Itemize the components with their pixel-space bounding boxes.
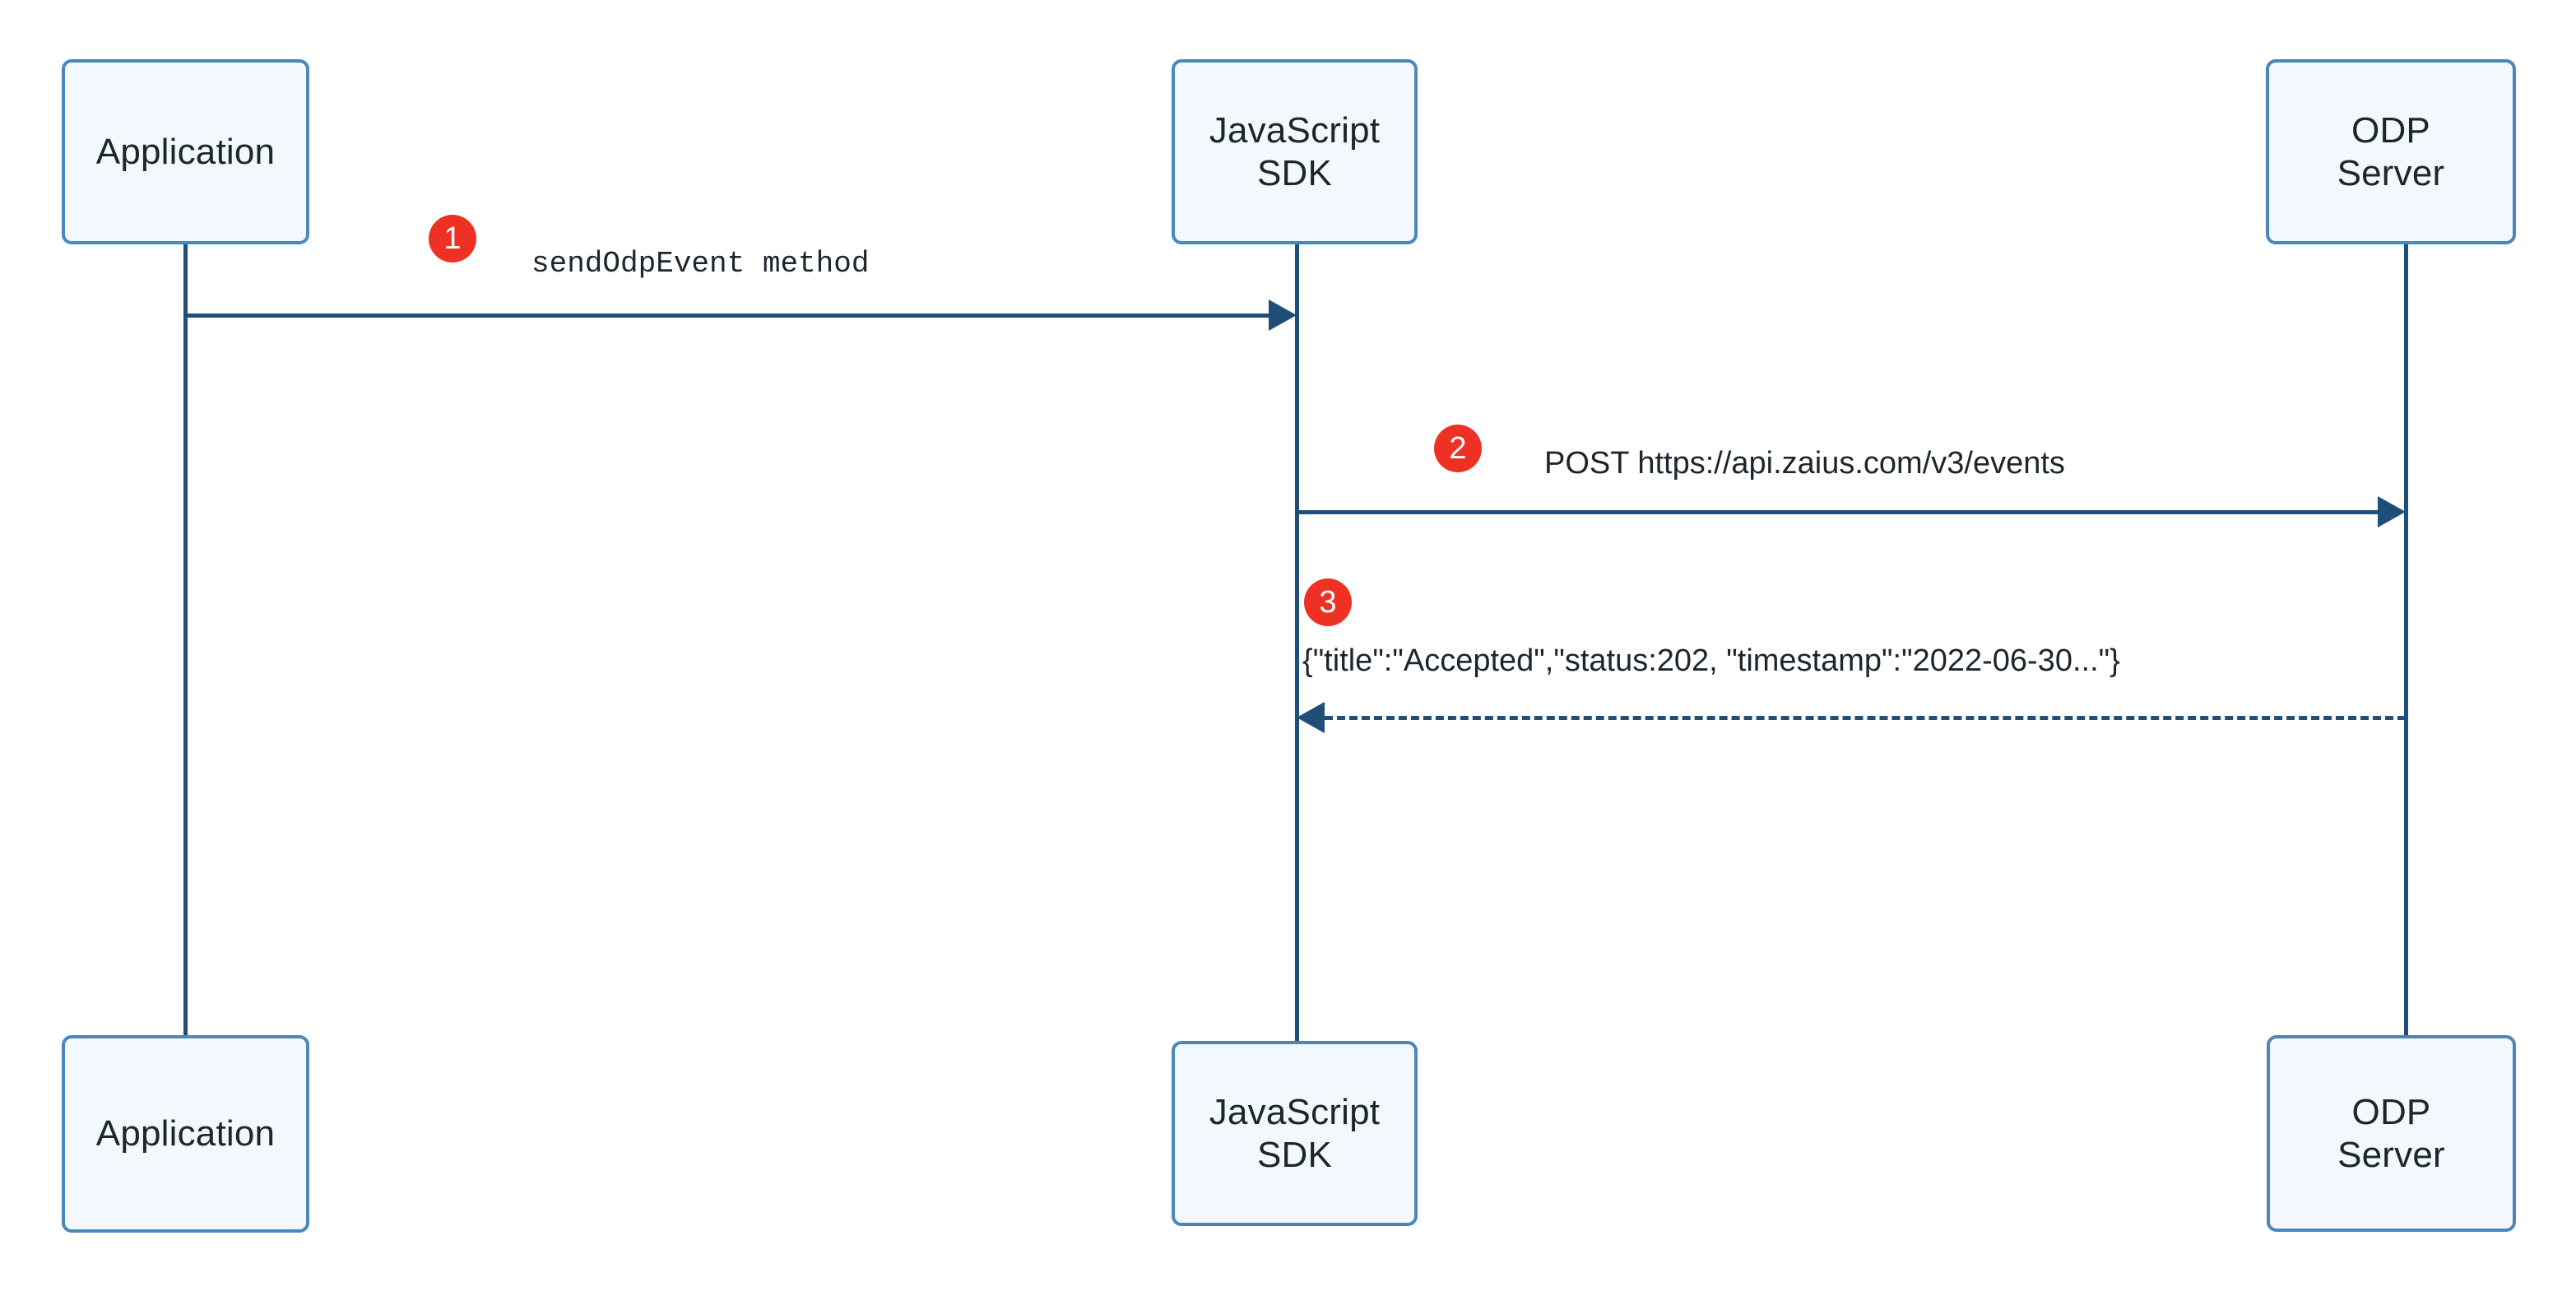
step-badge-3: 3 [1304, 578, 1352, 626]
message-1-arrowhead-icon [1269, 300, 1297, 331]
participant-footer-odp-server[interactable]: ODP Server [2267, 1035, 2516, 1232]
lifeline-javascript-sdk [1295, 244, 1299, 1041]
message-3-line [1325, 716, 2406, 720]
message-1-line [185, 314, 1269, 318]
lifeline-odp-server [2404, 244, 2408, 1035]
participant-footer-odp-server-label: ODP Server [2337, 1091, 2445, 1175]
step-badge-1: 1 [429, 215, 476, 262]
message-3-label: {"title":"Accepted","status:202, "timest… [1302, 643, 2120, 678]
message-3-arrowhead-icon [1297, 702, 1325, 733]
participant-footer-javascript-sdk[interactable]: JavaScript SDK [1172, 1041, 1418, 1226]
message-2-label: POST https://api.zaius.com/v3/events [1544, 446, 2065, 481]
lifeline-application [183, 244, 188, 1035]
participant-header-javascript-sdk-label: JavaScript SDK [1209, 109, 1381, 193]
message-1-label: sendOdpEvent method [531, 247, 870, 281]
participant-footer-javascript-sdk-label: JavaScript SDK [1209, 1091, 1381, 1175]
participant-footer-application-label: Application [95, 1113, 276, 1154]
message-2-arrowhead-icon [2378, 496, 2406, 527]
participant-header-odp-server[interactable]: ODP Server [2266, 59, 2516, 244]
message-2-line [1297, 510, 2378, 514]
participant-header-application-label: Application [95, 131, 276, 172]
participant-footer-application[interactable]: Application [62, 1035, 309, 1233]
participant-header-application[interactable]: Application [62, 59, 309, 244]
participant-header-odp-server-label: ODP Server [2337, 109, 2445, 193]
participant-header-javascript-sdk[interactable]: JavaScript SDK [1172, 59, 1418, 244]
step-badge-2: 2 [1434, 425, 1482, 472]
